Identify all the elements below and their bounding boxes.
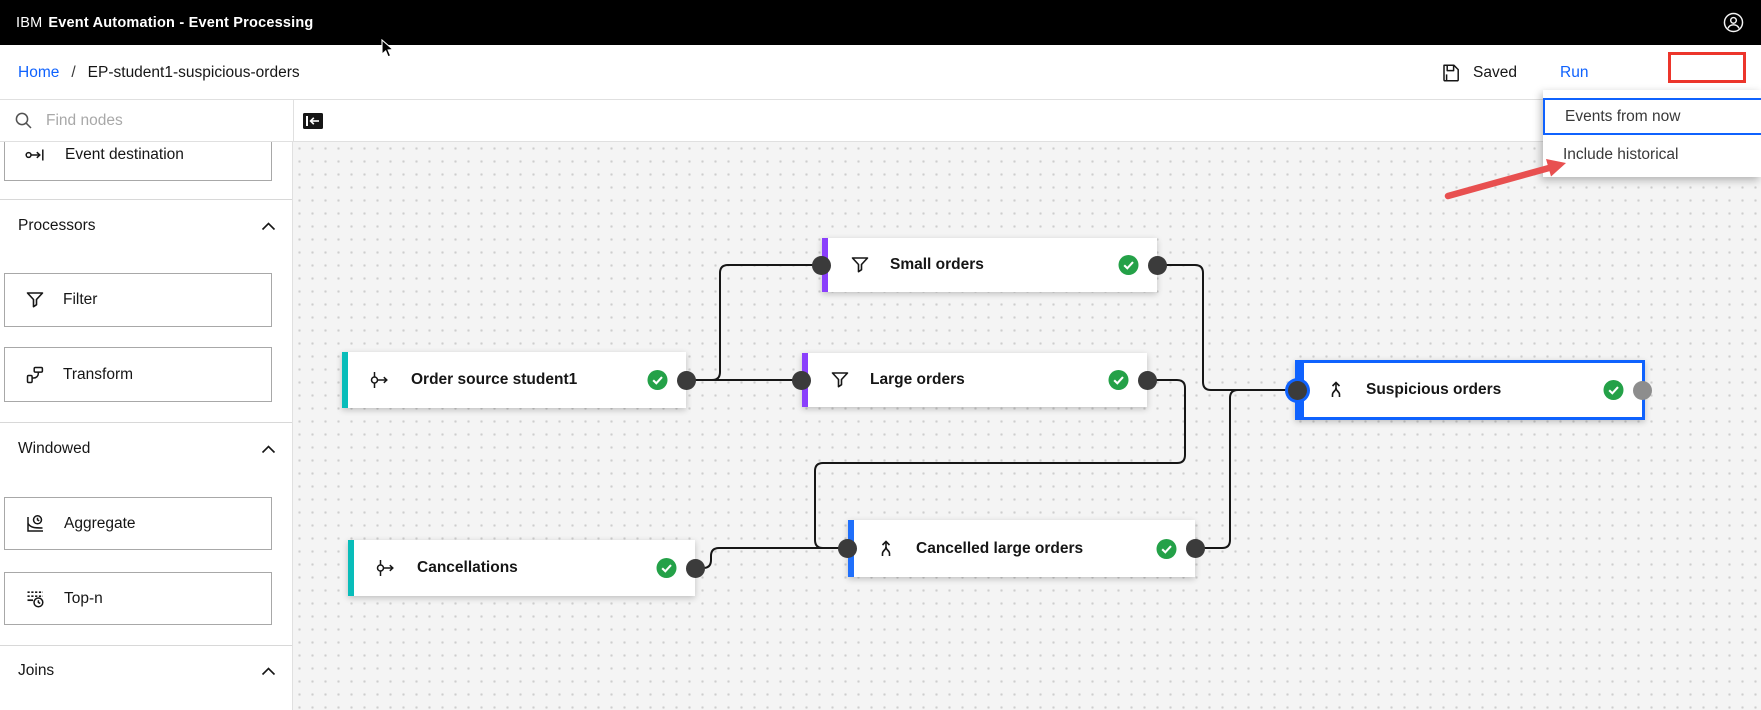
breadcrumb-home-link[interactable]: Home — [18, 63, 60, 81]
node-palette: Event destination Processors Filter Tran… — [0, 142, 293, 710]
edge-cancelled-to-suspicious[interactable] — [1195, 389, 1295, 549]
node-label: Cancellations — [417, 559, 518, 576]
edge-large-orders-to-cancelled[interactable] — [814, 379, 1186, 549]
node-order-source-student1[interactable]: Order source student1 — [342, 352, 696, 408]
section-title: Windowed — [18, 440, 91, 457]
chevron-up-icon — [261, 444, 276, 454]
side-panel-close-icon[interactable] — [302, 112, 324, 130]
output-port[interactable] — [1148, 255, 1167, 275]
user-avatar-icon[interactable] — [1721, 11, 1745, 35]
filter-icon — [850, 255, 870, 275]
palette-item-label: Filter — [63, 291, 98, 308]
valid-check-badge — [656, 558, 677, 579]
breadcrumb-bar: Home / EP-student1-suspicious-orders Sav… — [0, 45, 1761, 119]
input-port[interactable] — [1288, 380, 1307, 400]
output-port[interactable] — [1186, 539, 1205, 558]
event-source-icon — [376, 558, 397, 578]
node-label: Large orders — [870, 371, 965, 388]
canvas-toolbar — [0, 100, 1761, 142]
node-accent-bar — [342, 352, 348, 408]
output-port[interactable] — [1138, 370, 1157, 390]
node-accent-bar — [348, 540, 354, 596]
palette-item-label: Transform — [63, 365, 134, 383]
valid-check-badge — [1603, 380, 1624, 401]
find-nodes-input[interactable] — [44, 106, 278, 136]
app-header: IBM Event Automation - Event Processing — [0, 0, 1761, 45]
palette-item-label: Top-n — [64, 589, 103, 607]
input-port[interactable] — [838, 539, 857, 558]
palette-item-label: Event destination — [65, 145, 184, 163]
node-cancelled-large-orders[interactable]: Cancelled large orders — [838, 520, 1205, 577]
menu-item-events-from-now[interactable]: Events from now — [1543, 98, 1761, 135]
palette-item-transform[interactable]: Transform — [4, 347, 272, 402]
save-status-label: Saved — [1473, 63, 1517, 81]
filter-icon — [830, 370, 850, 390]
product-name: Event Automation - Event Processing — [48, 14, 314, 31]
node-small-orders[interactable]: Small orders — [812, 238, 1167, 292]
node-label: Suspicious orders — [1366, 381, 1502, 398]
run-button[interactable]: Run — [1560, 63, 1589, 81]
aggregate-icon — [25, 514, 46, 534]
breadcrumb-current-page: EP-student1-suspicious-orders — [87, 63, 300, 81]
output-port[interactable] — [686, 558, 705, 578]
edge-cancellations-to-cancelled[interactable] — [695, 547, 848, 569]
valid-check-badge — [1156, 538, 1177, 559]
menu-item-include-historical[interactable]: Include historical — [1563, 146, 1679, 163]
palette-item-event-destination[interactable]: Event destination — [4, 142, 272, 181]
palette-divider — [0, 645, 292, 646]
palette-item-label: Aggregate — [64, 514, 136, 532]
node-label: Cancelled large orders — [916, 539, 1084, 557]
section-header-processors[interactable]: Processors — [18, 217, 276, 235]
edge-small-orders-to-suspicious[interactable] — [1157, 264, 1295, 391]
breadcrumb: Home / EP-student1-suspicious-orders — [18, 45, 300, 100]
valid-check-badge — [1108, 370, 1129, 391]
node-label: Order source student1 — [411, 371, 578, 388]
output-port[interactable] — [1633, 380, 1652, 400]
valid-check-badge — [1118, 255, 1139, 276]
node-cancellations[interactable]: Cancellations — [348, 540, 705, 596]
top-n-icon — [25, 589, 46, 609]
section-title: Processors — [18, 217, 96, 234]
filter-icon — [25, 290, 45, 310]
section-header-windowed[interactable]: Windowed — [18, 440, 276, 458]
toolbar-divider — [293, 100, 294, 142]
node-label: Small orders — [890, 256, 984, 273]
palette-divider — [0, 199, 292, 200]
app-title: IBM Event Automation - Event Processing — [16, 15, 313, 31]
save-icon — [1441, 63, 1461, 83]
section-title: Joins — [18, 662, 55, 679]
breadcrumb-separator: / — [71, 63, 76, 81]
section-header-joins[interactable]: Joins — [18, 662, 276, 680]
union-icon — [876, 539, 896, 559]
output-port[interactable] — [677, 370, 696, 390]
valid-check-badge — [647, 370, 668, 391]
chevron-up-icon — [261, 221, 276, 231]
flow-canvas[interactable] — [293, 142, 1761, 710]
palette-item-top-n[interactable]: Top-n — [4, 572, 272, 625]
event-destination-icon — [25, 145, 47, 165]
palette-item-filter[interactable]: Filter — [4, 273, 272, 327]
input-port[interactable] — [792, 370, 811, 390]
transform-icon — [25, 365, 45, 385]
union-icon — [1326, 380, 1346, 400]
chevron-up-icon — [261, 666, 276, 676]
node-large-orders[interactable]: Large orders — [792, 353, 1157, 407]
input-port[interactable] — [812, 255, 831, 275]
palette-divider — [0, 422, 292, 423]
search-icon — [14, 111, 33, 135]
ibm-logo: IBM — [16, 14, 43, 31]
save-status: Saved — [1441, 45, 1517, 100]
palette-item-aggregate[interactable]: Aggregate — [4, 497, 272, 550]
event-source-icon — [370, 370, 391, 390]
node-suspicious-orders[interactable]: Suspicious orders — [1288, 360, 1652, 420]
run-options-menu: Events from now Include historical — [1543, 90, 1761, 177]
